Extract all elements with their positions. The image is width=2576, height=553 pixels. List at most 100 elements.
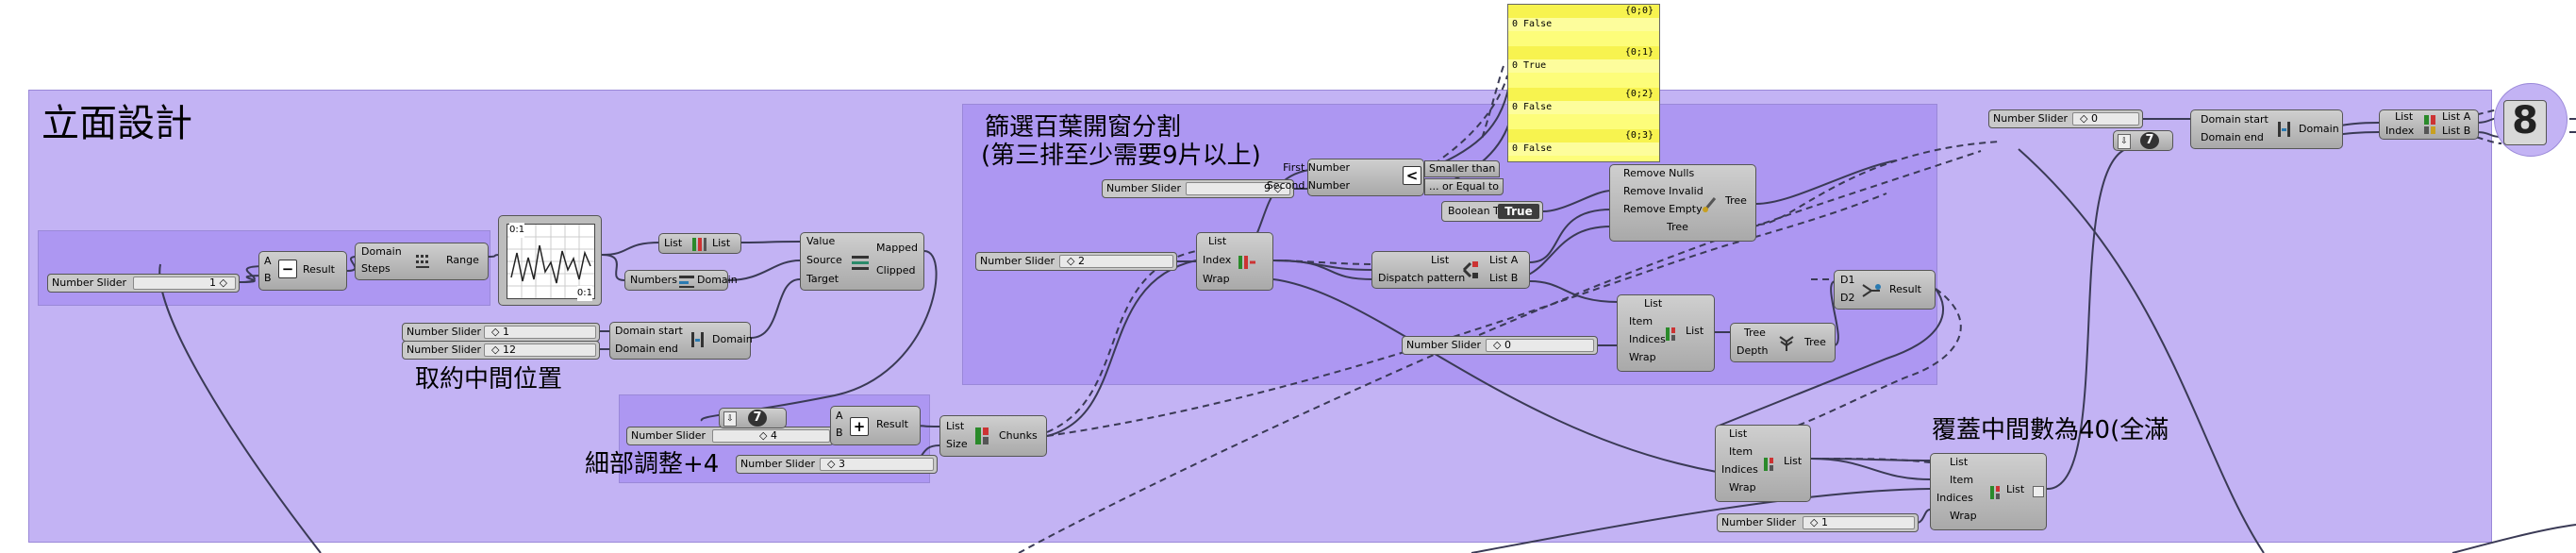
input-source[interactable]: Source — [806, 254, 842, 266]
output-list-b[interactable]: List B — [2442, 125, 2471, 137]
input-remove-nulls[interactable]: Remove Nulls — [1623, 167, 1695, 179]
remap-component[interactable]: Value Source Target Mapped Clipped — [800, 232, 924, 291]
number-display[interactable]: 8 — [2503, 99, 2547, 145]
number-slider-top[interactable]: Number Slider ◇ 0 — [1988, 109, 2143, 128]
output-tree[interactable]: Tree — [1725, 194, 1747, 207]
split-list-component[interactable]: List Index List A List B — [2379, 109, 2479, 140]
number-slider-one-b[interactable]: Number Slider ◇ 1 — [1717, 513, 1919, 532]
list-item-component-a[interactable]: List Index Wrap — [1196, 232, 1273, 291]
integer-param-small[interactable]: ⇩ 7 — [719, 408, 787, 428]
input-d1[interactable]: D1 — [1840, 274, 1855, 286]
list-length-component[interactable]: List List — [658, 233, 741, 254]
list-item-component-b[interactable]: List Item Indices Wrap List — [1617, 294, 1715, 372]
input-list[interactable]: List — [664, 237, 683, 249]
output-result[interactable]: Result — [1889, 283, 1921, 295]
output-result[interactable]: Result — [876, 418, 908, 430]
input-wrap[interactable]: Wrap — [1203, 273, 1230, 285]
toggle-value[interactable]: True — [1498, 204, 1539, 219]
output-domain[interactable]: Domain — [2299, 123, 2339, 135]
input-list[interactable]: List — [946, 420, 965, 432]
input-a[interactable]: A — [264, 255, 272, 267]
output-mapped[interactable]: Mapped — [876, 242, 918, 254]
input-domain[interactable]: Domain — [361, 245, 402, 258]
number-slider-steps[interactable]: Number Slider 1 ◇ — [47, 274, 240, 293]
output-clipped[interactable]: Clipped — [876, 264, 916, 276]
input-dispatch-pattern[interactable]: Dispatch pattern — [1378, 272, 1466, 284]
number-slider-nine[interactable]: Number Slider 9 ◇ — [1102, 179, 1294, 198]
input-list[interactable]: List — [1950, 456, 1969, 468]
input-index[interactable]: Index — [2385, 125, 2415, 137]
output-or-equal[interactable]: ... or Equal to — [1424, 178, 1504, 195]
slider-track[interactable] — [2072, 112, 2139, 126]
output-list[interactable]: List — [1686, 325, 1704, 337]
input-item[interactable]: Item — [1729, 445, 1753, 458]
output-list-b[interactable]: List B — [1489, 272, 1519, 284]
output-tree[interactable]: Tree — [1804, 336, 1826, 348]
partition-list-component[interactable]: List Size Chunks — [939, 415, 1047, 457]
input-value[interactable]: Value — [806, 235, 836, 247]
data-panel[interactable]: {0;0} 0 False {0;1} 0 True {0;2} 0 False… — [1507, 4, 1660, 162]
input-depth[interactable]: Depth — [1737, 344, 1769, 357]
input-numbers[interactable]: Numbers — [630, 274, 677, 286]
input-first-number[interactable]: First Number — [1283, 161, 1350, 174]
input-b[interactable]: B — [836, 427, 843, 439]
input-a[interactable]: A — [836, 410, 843, 422]
output-domain[interactable]: Domain — [697, 274, 738, 286]
input-remove-empty[interactable]: Remove Empty — [1623, 203, 1703, 215]
merge-component[interactable]: D1 D2 Result — [1834, 270, 1936, 310]
addition-component[interactable]: A B + Result — [830, 406, 921, 445]
output-list-a[interactable]: List A — [1489, 254, 1519, 266]
smaller-than-component[interactable]: First Number Second Number < — [1267, 159, 1424, 196]
input-list[interactable]: List — [1644, 297, 1663, 310]
input-tree[interactable]: Tree — [1667, 221, 1688, 233]
input-list[interactable]: List — [1431, 254, 1450, 266]
number-slider-three[interactable]: Number Slider ◇ 3 — [736, 455, 938, 474]
number-slider-two[interactable]: Number Slider ◇ 2 — [975, 252, 1177, 271]
input-steps[interactable]: Steps — [361, 262, 391, 275]
output-smaller-than[interactable]: Smaller than — [1424, 160, 1501, 177]
list-item-component-d[interactable]: List Item Indices Wrap List — [1930, 453, 2047, 530]
output-range[interactable]: Range — [446, 254, 479, 266]
number-slider-domain-start[interactable]: Number Slider ◇ 1 — [402, 323, 600, 342]
input-item[interactable]: Item — [1629, 315, 1654, 327]
input-domain-end[interactable]: Domain end — [615, 343, 678, 355]
input-wrap[interactable]: Wrap — [1629, 351, 1656, 363]
output-menu-icon[interactable] — [2033, 486, 2044, 497]
output-domain[interactable]: Domain — [712, 333, 753, 345]
input-list[interactable]: List — [2395, 110, 2414, 123]
graph-canvas[interactable]: 0:1 0:1 — [507, 223, 595, 301]
input-wrap[interactable]: Wrap — [1729, 481, 1756, 494]
input-indices[interactable]: Indices — [1629, 333, 1666, 345]
input-list[interactable]: List — [1729, 427, 1748, 440]
construct-domain-top[interactable]: Domain start Domain end Domain — [2190, 109, 2343, 149]
input-tree[interactable]: Tree — [1744, 327, 1766, 339]
list-item-component-c[interactable]: List Item Indices Wrap List — [1715, 425, 1811, 502]
integer-param-top[interactable]: ⇩ 7 — [2113, 130, 2173, 151]
dispatch-component[interactable]: List Dispatch pattern List A List B — [1371, 251, 1530, 289]
input-domain-end[interactable]: Domain end — [2201, 131, 2264, 143]
range-component[interactable]: Domain Steps Range — [355, 243, 489, 280]
output-chunks[interactable]: Chunks — [999, 429, 1038, 442]
input-second-number[interactable]: Second Number — [1266, 179, 1350, 192]
construct-domain-component[interactable]: Domain start Domain end Domain — [609, 322, 753, 360]
subtract-component[interactable]: A B − Result — [258, 251, 347, 291]
input-wrap[interactable]: Wrap — [1950, 510, 1977, 522]
input-domain-start[interactable]: Domain start — [2201, 113, 2269, 126]
number-slider-four[interactable]: Number Slider ◇ 4 — [626, 427, 834, 445]
input-target[interactable]: Target — [806, 273, 839, 285]
trim-tree-component[interactable]: Tree Depth Tree — [1730, 323, 1836, 362]
input-d2[interactable]: D2 — [1840, 292, 1855, 304]
number-slider-domain-end[interactable]: Number Slider ◇ 12 — [402, 341, 600, 360]
output-list-a[interactable]: List A — [2442, 110, 2471, 123]
slider-track[interactable] — [484, 344, 596, 357]
output-list[interactable]: List — [712, 237, 731, 249]
input-list[interactable]: List — [1208, 235, 1227, 247]
output-list[interactable]: List — [1784, 455, 1803, 467]
input-indices[interactable]: Indices — [1721, 463, 1758, 476]
clean-tree-component[interactable]: Remove Nulls Remove Invalid Remove Empty… — [1609, 164, 1756, 242]
input-b[interactable]: B — [264, 272, 272, 284]
input-indices[interactable]: Indices — [1936, 492, 1973, 504]
slider-track[interactable] — [484, 326, 596, 339]
input-index[interactable]: Index — [1203, 254, 1232, 266]
output-result[interactable]: Result — [303, 263, 335, 276]
